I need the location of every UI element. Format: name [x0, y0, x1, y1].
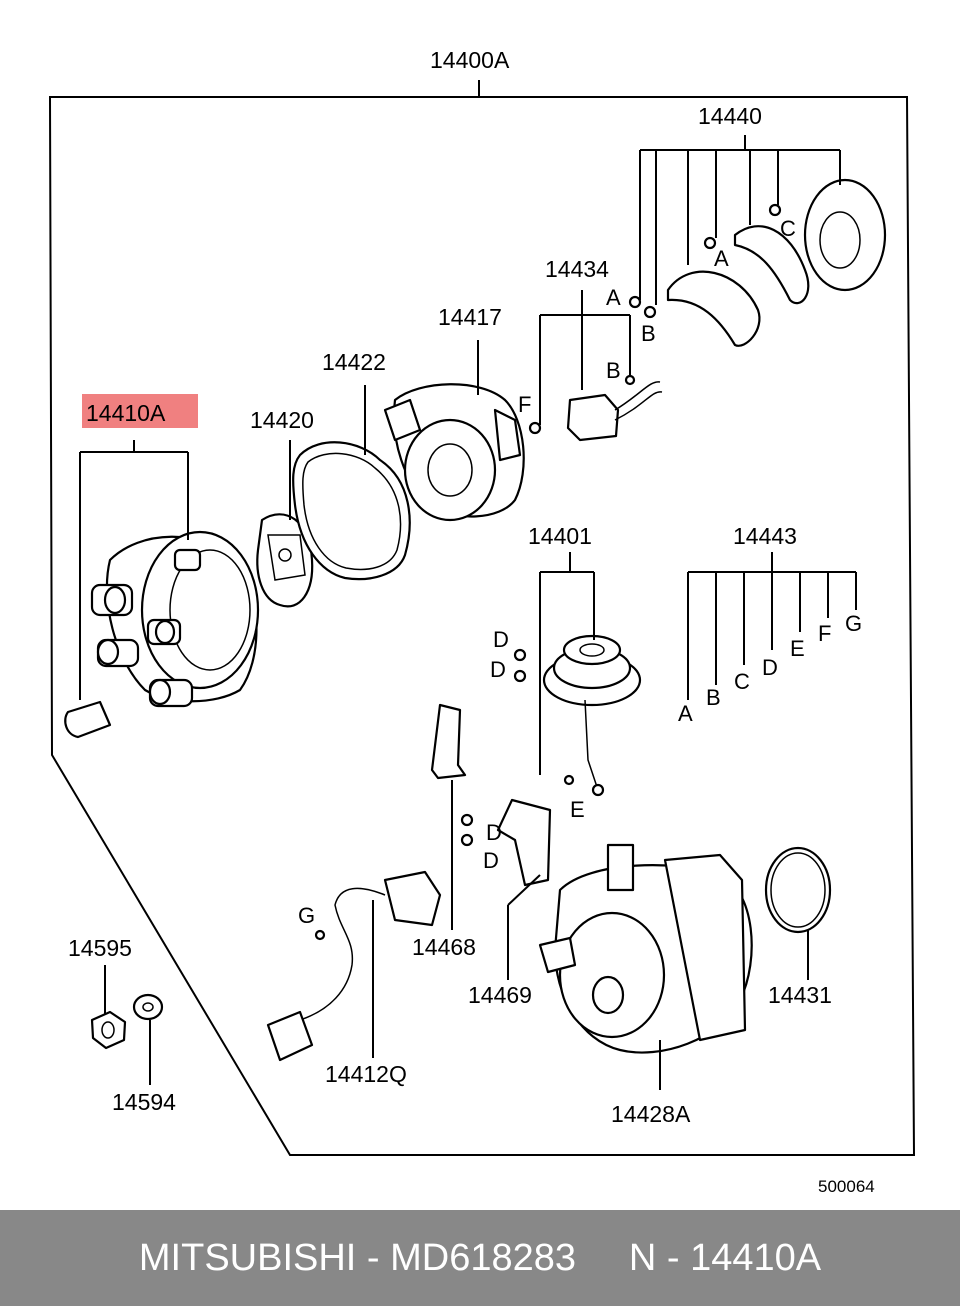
letter-a-set: A: [678, 701, 693, 726]
clamp-drawing: [430, 703, 467, 780]
label-screw-set: 14443: [733, 523, 797, 549]
plate-set-drawing: [628, 178, 887, 347]
label-rotor: 14420: [250, 407, 314, 433]
letter-b-left: B: [641, 321, 656, 346]
label-pickup: 14434: [545, 256, 609, 282]
letter-b-set: B: [706, 685, 721, 710]
label-assembly: 14400A: [430, 47, 510, 73]
vacuum-drawing: [513, 634, 642, 797]
highlight-box: [82, 394, 198, 428]
letter-d-bracket-1: D: [486, 820, 502, 845]
letter-c-set: C: [734, 669, 750, 694]
letter-b-pickup: B: [606, 358, 621, 383]
letter-d-set: D: [762, 655, 778, 680]
label-bracket: 14469: [468, 982, 532, 1008]
distributor-body-drawing: [538, 843, 753, 1054]
housing-drawing: [383, 383, 525, 522]
letter-g-harness: G: [298, 903, 315, 928]
footer-reference: N - 14410A: [628, 1236, 822, 1279]
letter-d-vac-2: D: [490, 657, 506, 682]
label-vacuum: 14401: [528, 523, 592, 549]
footer-bar: MITSUBISHI - MD618283 N - 14410A: [0, 1210, 960, 1306]
footer-brand: MITSUBISHI: [138, 1236, 357, 1279]
letter-a-plate: A: [714, 246, 729, 271]
footer-separator: -: [356, 1236, 391, 1279]
letter-g-set: G: [845, 611, 862, 636]
letter-d-bracket-2: D: [483, 848, 499, 873]
letter-e-vac: E: [570, 797, 585, 822]
letter-d-vac-1: D: [493, 627, 509, 652]
label-gasket: 14422: [322, 349, 386, 375]
pickup-drawing: [528, 374, 663, 442]
gasket-drawing: [292, 441, 411, 581]
label-diagram-no: 500064: [818, 1177, 875, 1196]
label-harness: 14412Q: [325, 1061, 407, 1087]
letter-f-set: F: [818, 621, 831, 646]
rotor-drawing: [256, 513, 314, 608]
label-cap-assembly: 14410A: [86, 400, 166, 426]
distributor-cap-drawing: [64, 530, 260, 739]
bracket-drawing: [496, 798, 552, 887]
label-oring: 14431: [768, 982, 832, 1008]
assembly-frame: [48, 96, 916, 1156]
o-ring-drawing: [764, 846, 832, 934]
label-clamp: 14468: [412, 934, 476, 960]
label-washer: 14594: [112, 1089, 176, 1115]
label-housing: 14417: [438, 304, 502, 330]
footer-gap: [576, 1237, 629, 1280]
letter-f-pickup: F: [518, 392, 531, 417]
label-body: 14428A: [611, 1101, 691, 1127]
harness-drawing: [266, 870, 442, 1062]
label-plate-set: 14440: [698, 103, 762, 129]
letter-e-set: E: [790, 636, 805, 661]
label-nut: 14595: [68, 935, 132, 961]
nut-drawing: [90, 1010, 127, 1050]
letter-c-plate: C: [780, 216, 796, 241]
parts-diagram: 14400A 14410A 14420 14422 14417 14434 14…: [48, 47, 916, 1196]
footer-part-number: MD618283: [390, 1236, 577, 1279]
washer-drawing: [132, 993, 164, 1021]
letter-a-left: A: [606, 285, 621, 310]
